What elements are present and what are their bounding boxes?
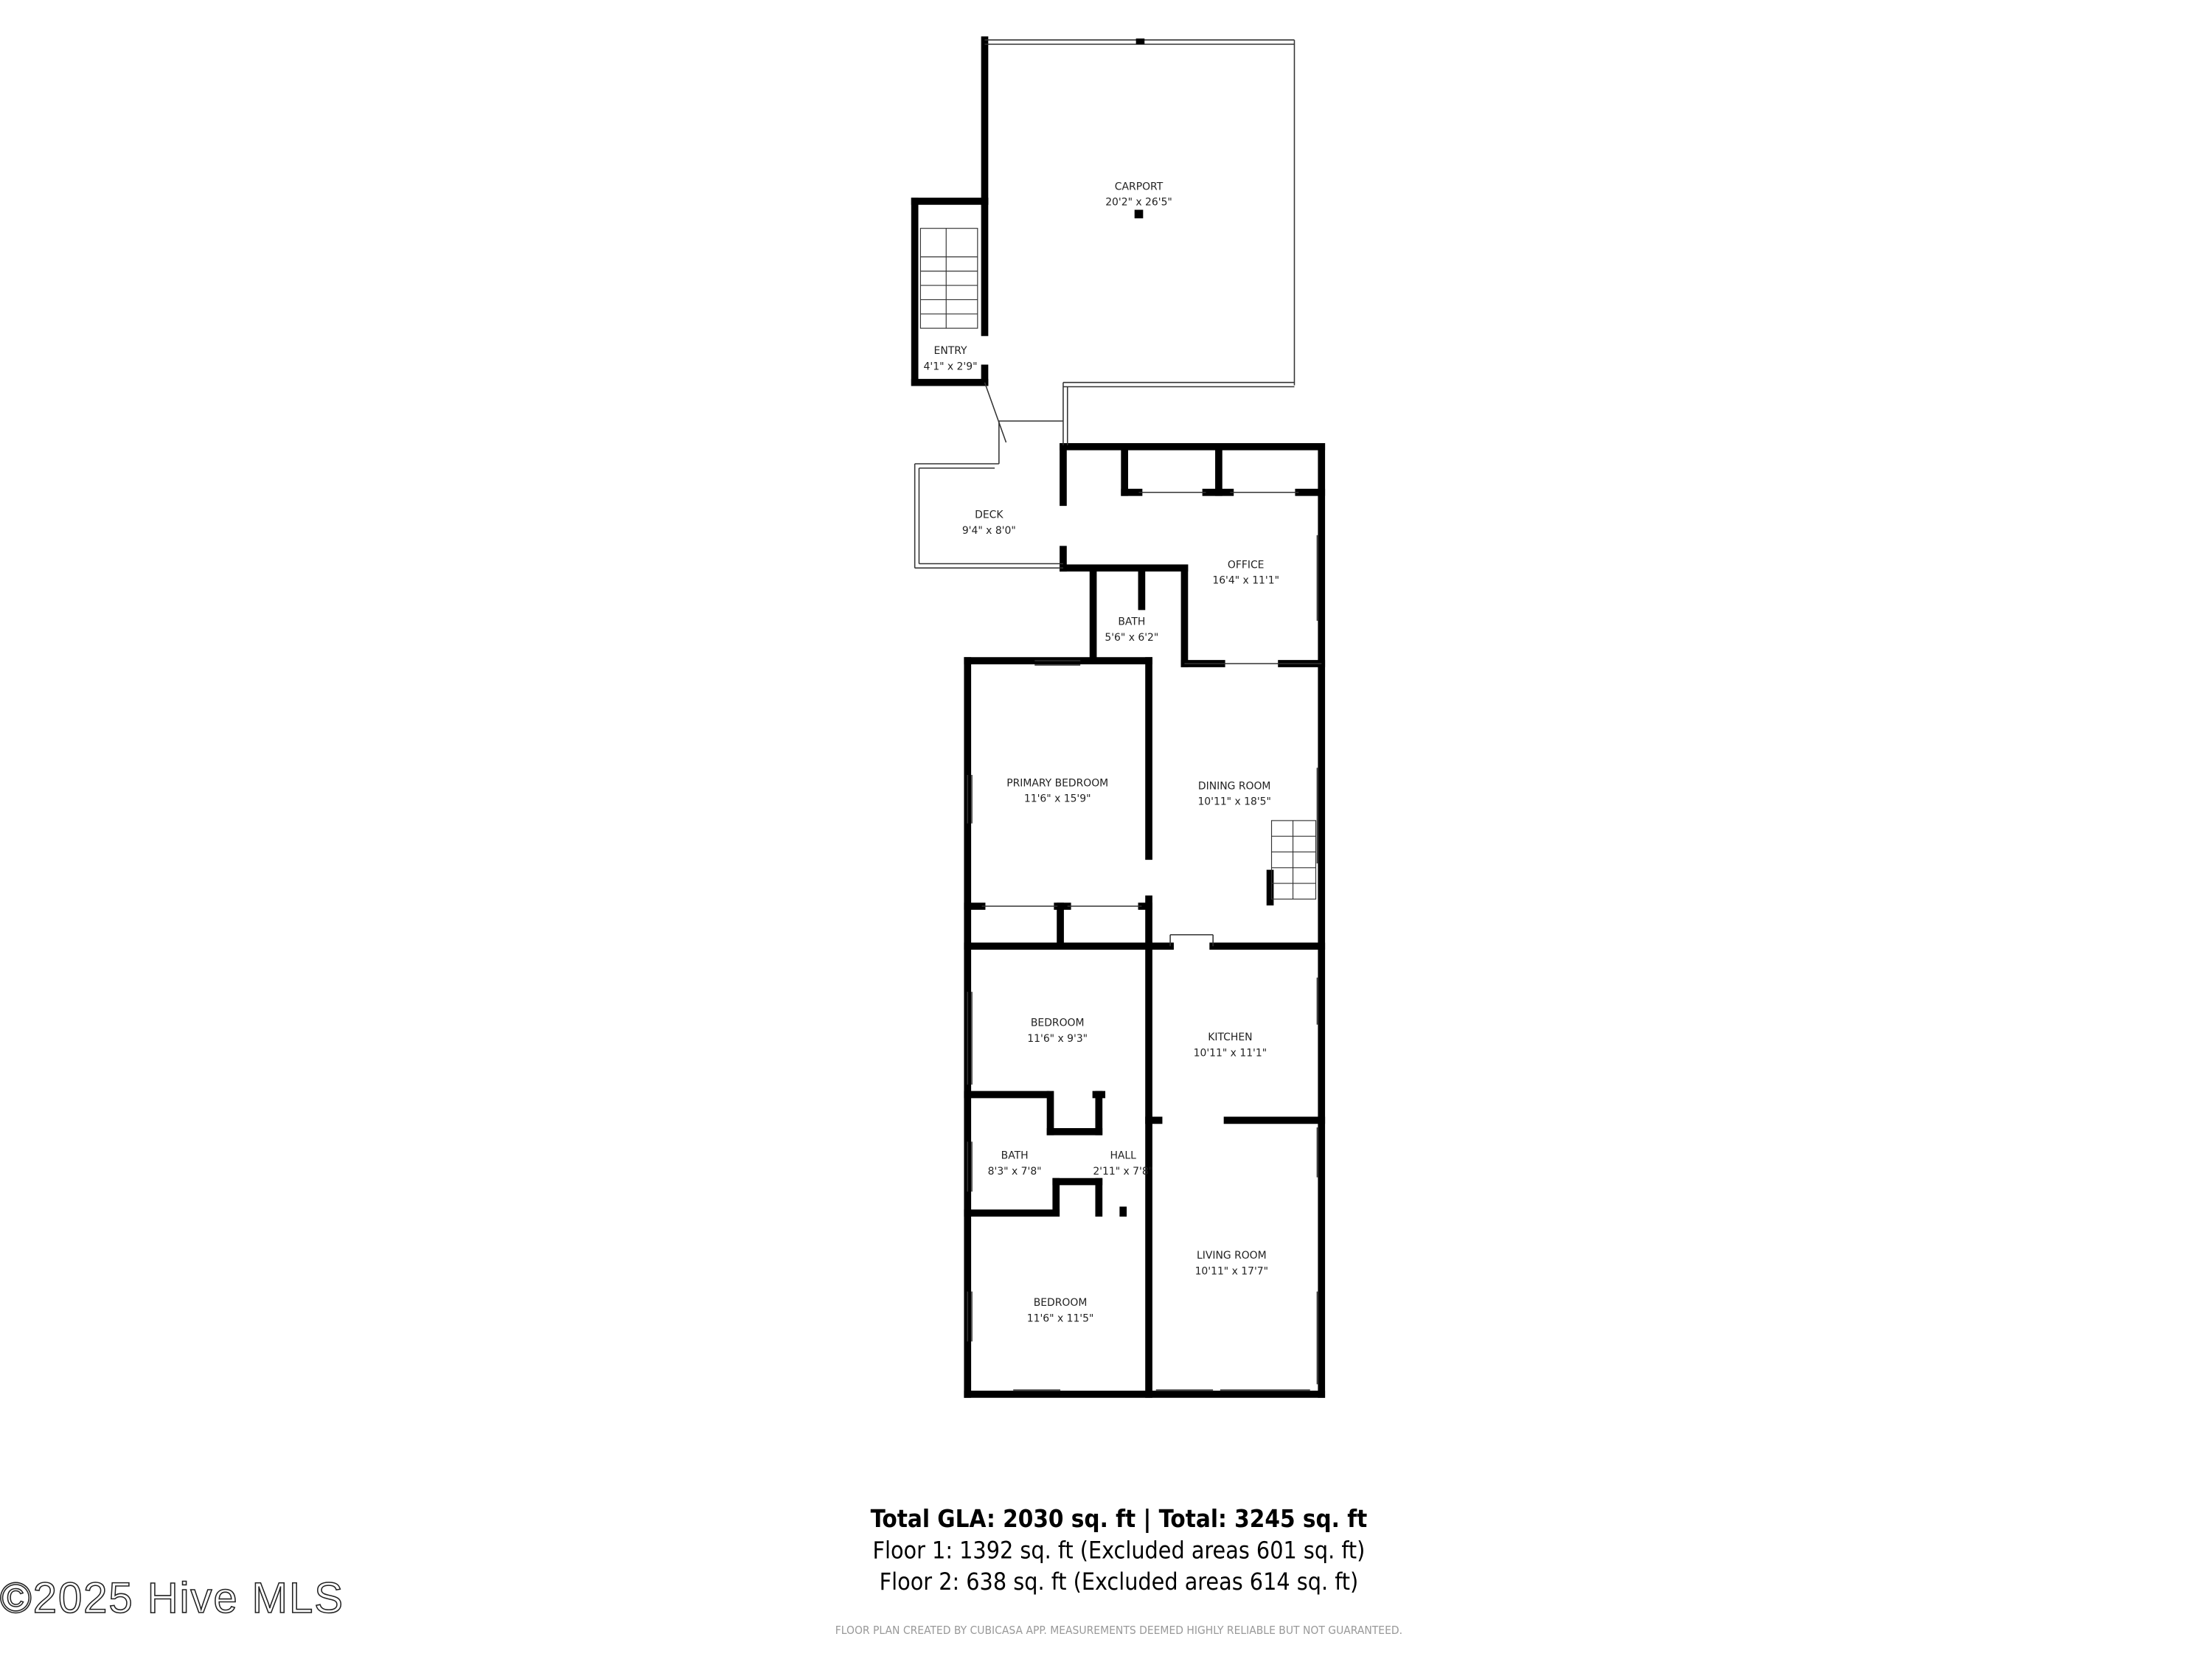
total-area-heading: Total GLA: 2030 sq. ft | Total: 3245 sq.… (870, 1505, 1368, 1534)
floor-2-area: Floor 2: 638 sq. ft (Excluded areas 614 … (879, 1568, 1359, 1596)
entry-stairs (919, 228, 978, 329)
thin-line (984, 382, 1007, 443)
floor-1-area: Floor 1: 1392 sq. ft (Excluded areas 601… (872, 1537, 1366, 1565)
carport-post-top (1135, 38, 1145, 44)
dining-stairs (1270, 820, 1317, 900)
carport-post (1134, 209, 1144, 219)
disclaimer: FLOOR PLAN CREATED BY CUBICASA APP. MEAS… (835, 1624, 1403, 1637)
watermark: ©2025 Hive MLS (0, 1575, 344, 1623)
